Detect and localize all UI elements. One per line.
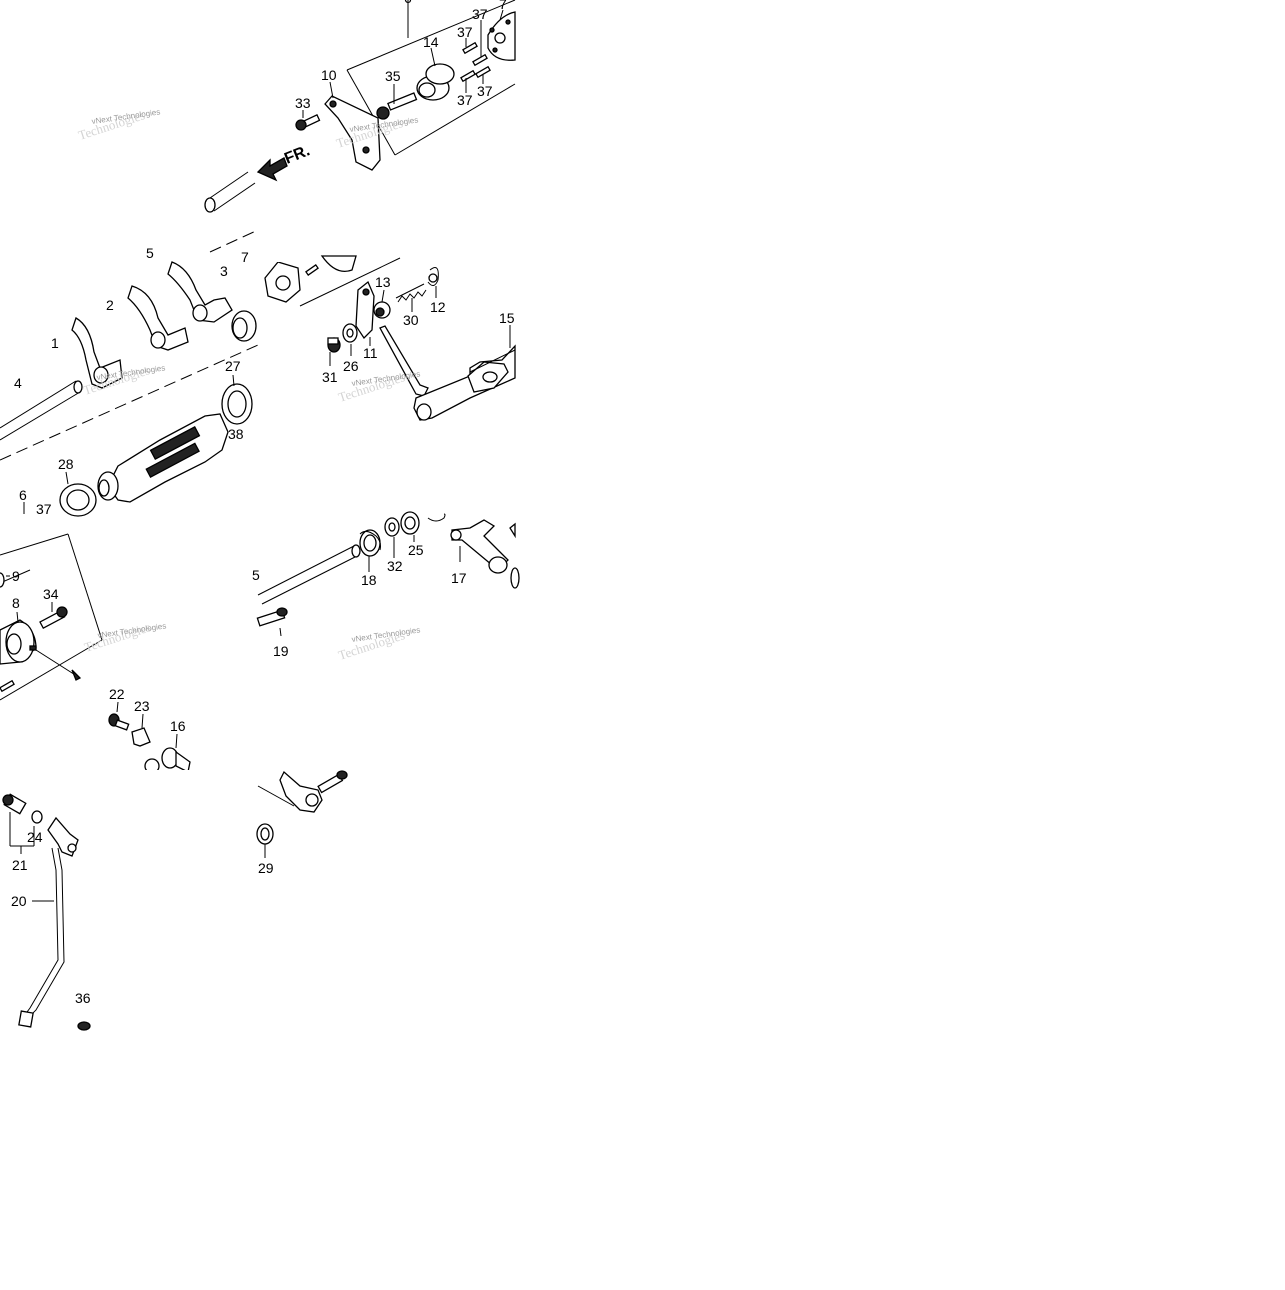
callout-7: 7 <box>241 249 249 265</box>
callout-22: 22 <box>109 686 125 702</box>
panel-mid-right <box>299 257 516 421</box>
panel-lower-mid <box>256 511 520 637</box>
cap-36 <box>77 1021 91 1031</box>
callout-19: 19 <box>273 643 289 659</box>
callout-6: 6 <box>404 0 412 6</box>
washer-24 <box>31 810 43 824</box>
clip-23 <box>131 727 151 747</box>
callout-16: 16 <box>170 718 186 734</box>
panel-bottom-mid <box>108 701 210 784</box>
drum-center-plate <box>264 261 301 303</box>
callout-10: 10 <box>321 67 337 83</box>
callout-14: 14 <box>423 34 439 50</box>
bushing-14 <box>416 63 455 101</box>
fork-shaft-4 <box>0 380 83 441</box>
front-direction-arrow <box>256 157 288 182</box>
panel-mid-left <box>0 222 357 520</box>
shift-drum <box>97 413 229 503</box>
callout-17: 17 <box>451 570 467 586</box>
drum-cap-8 <box>0 619 37 665</box>
callout-36: 36 <box>75 990 91 1006</box>
callout-7: 7 <box>499 0 507 12</box>
callout-33: 33 <box>295 95 311 111</box>
callout-26: 26 <box>343 358 359 374</box>
callout-11: 11 <box>363 345 378 361</box>
callout-37: 37 <box>457 92 473 108</box>
callout-37: 37 <box>457 24 473 40</box>
bolt-31 <box>327 337 341 353</box>
spring-18 <box>359 529 381 557</box>
callout-38: 38 <box>228 426 244 442</box>
callout-20: 20 <box>11 893 27 909</box>
bolt-22 <box>108 713 130 731</box>
callout-29: 29 <box>258 860 274 876</box>
bolt-upper-29 <box>317 770 348 794</box>
callout-5: 5 <box>146 245 154 261</box>
callout-2: 2 <box>106 297 114 313</box>
callout-3: 3 <box>220 263 228 279</box>
callout-37: 37 <box>36 501 52 517</box>
shift-lever-20 <box>18 816 79 1028</box>
callout-35: 35 <box>385 68 401 84</box>
shift-fork-1 <box>71 317 123 389</box>
callout-31: 31 <box>322 369 338 385</box>
callout-6: 6 <box>19 487 27 503</box>
shift-fork-3 <box>167 261 233 323</box>
callout-21: 21 <box>12 857 28 873</box>
callout-25: 25 <box>408 542 424 558</box>
bearing-28 <box>59 483 97 517</box>
gearshift-arm-17 <box>450 519 509 574</box>
shift-fork-shaft-top <box>204 171 256 213</box>
callouts: 6 37 7 37 14 35 10 33 37 37 5 3 7 2 1 13… <box>11 0 515 1006</box>
cover-plate-7 <box>487 11 516 61</box>
return-spring-30 <box>395 283 427 303</box>
front-direction-label: FR. <box>282 142 312 167</box>
callout-32: 32 <box>387 558 403 574</box>
bearing-27 <box>221 383 253 425</box>
callout-4: 4 <box>14 375 22 391</box>
callout-28: 28 <box>58 456 74 472</box>
pivot-arm-16 <box>144 747 191 774</box>
shift-fork-2 <box>127 285 189 351</box>
callout-8: 8 <box>12 595 20 611</box>
callout-12: 12 <box>430 299 446 315</box>
callout-24: 24 <box>27 829 43 845</box>
spring-clip-12 <box>427 267 439 286</box>
collar-7b <box>231 310 257 342</box>
panel-bottom-left <box>2 793 91 1031</box>
callout-1: 1 <box>51 335 59 351</box>
bolt-35 <box>376 92 418 120</box>
callout-18: 18 <box>361 572 377 588</box>
panel-bottom-right <box>256 770 348 858</box>
bolt-19 <box>256 607 288 627</box>
callout-13: 13 <box>375 274 391 290</box>
callout-23: 23 <box>134 698 150 714</box>
shift-shaft-5b <box>257 544 361 605</box>
callout-9: 9 <box>12 568 20 584</box>
gear-sector <box>320 255 357 273</box>
panel-lower-left <box>0 533 103 701</box>
gearshift-spindle-15 <box>379 325 516 421</box>
panel-top <box>204 0 516 213</box>
callout-37: 37 <box>472 6 488 22</box>
callout-27: 27 <box>225 358 241 374</box>
callout-15: 15 <box>499 310 515 326</box>
callout-37: 37 <box>477 83 493 99</box>
bolt-34 <box>39 606 68 630</box>
callout-30: 30 <box>403 312 419 328</box>
dowel-pins-37 <box>460 41 491 83</box>
stopper-arm-11 <box>355 280 375 340</box>
callout-34: 34 <box>43 586 59 602</box>
bolt-33 <box>295 114 321 131</box>
callout-5: 5 <box>252 567 260 583</box>
bolt-21 <box>2 793 27 815</box>
